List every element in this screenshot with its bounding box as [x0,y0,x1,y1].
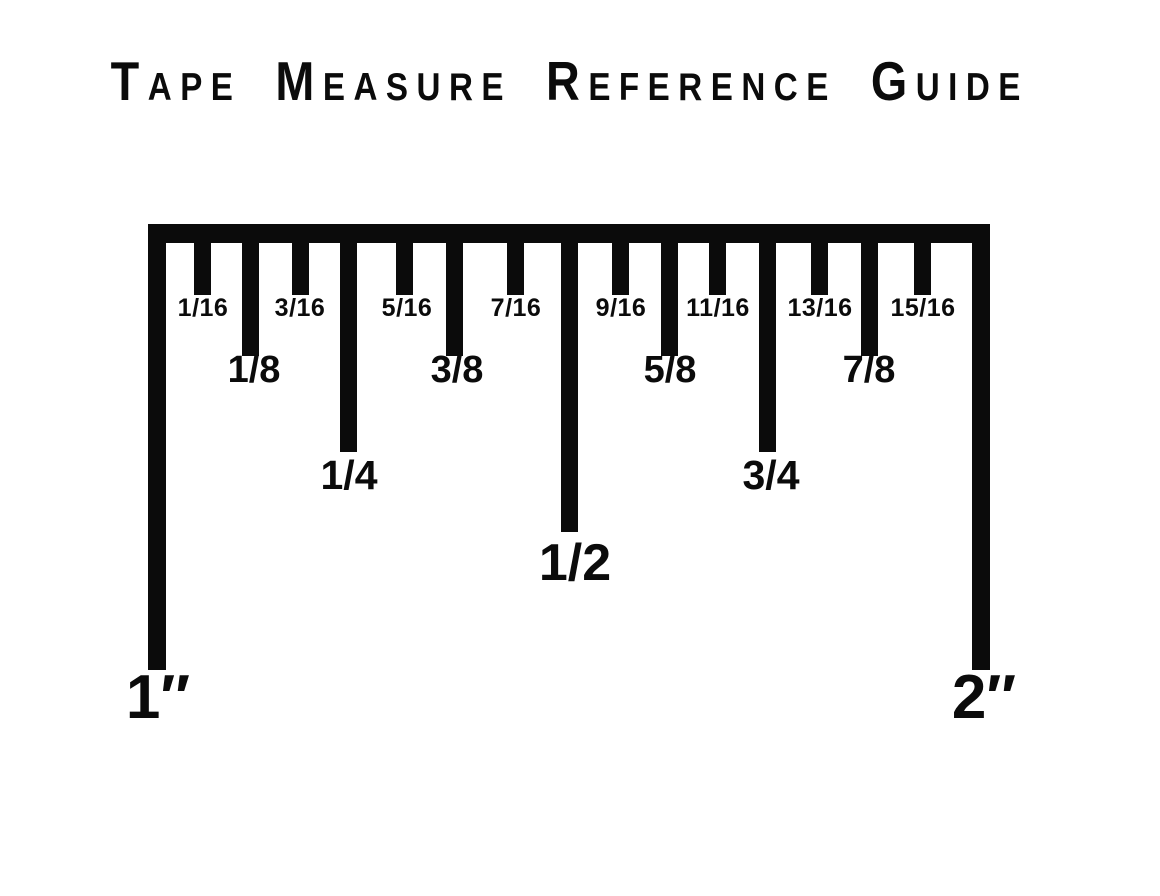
tick-1-2 [561,224,578,532]
tick-7-8 [861,224,878,356]
tick-5-16 [396,224,413,295]
tick-11-16 [709,224,726,295]
tick-label-3-4: 3/4 [742,452,800,498]
title-word: Tape [110,50,242,112]
tick-1-inch [148,224,166,670]
tick-1-4 [340,224,357,452]
tick-label-1-2: 1/2 [538,534,612,592]
tick-3-8 [446,224,463,356]
title-word: Guide [870,50,1029,112]
tick-label-5-8: 5/8 [643,349,697,391]
tick-label-1-16: 1/16 [177,294,229,322]
tick-7-16 [507,224,524,295]
tick-label-15-16: 15/16 [890,294,956,322]
tick-label-7-16: 7/16 [490,294,542,322]
tick-label-7-8: 7/8 [842,349,896,391]
title-word: Measure [275,50,513,112]
tick-label-5-16: 5/16 [381,294,433,322]
tick-2-inch [972,224,990,670]
tick-label-3-8: 3/8 [430,349,484,391]
tick-1-8 [242,224,259,356]
tick-label-9-16: 9/16 [595,294,647,322]
page-title: Tape Measure Reference Guide [87,54,1073,109]
tick-9-16 [612,224,629,295]
tick-label-2-inch: 2″ [951,663,1017,732]
title-word: Reference [546,50,837,112]
tick-label-1-4: 1/4 [320,452,378,498]
tick-label-13-16: 13/16 [787,294,853,322]
tick-label-1-8: 1/8 [227,349,281,391]
tick-3-16 [292,224,309,295]
tick-13-16 [811,224,828,295]
tick-label-11-16: 11/16 [686,294,750,322]
tick-label-1-inch: 1″ [125,663,191,732]
tick-15-16 [914,224,931,295]
tick-1-16 [194,224,211,295]
tick-5-8 [661,224,678,356]
tick-3-4 [759,224,776,452]
tick-label-3-16: 3/16 [274,294,326,322]
